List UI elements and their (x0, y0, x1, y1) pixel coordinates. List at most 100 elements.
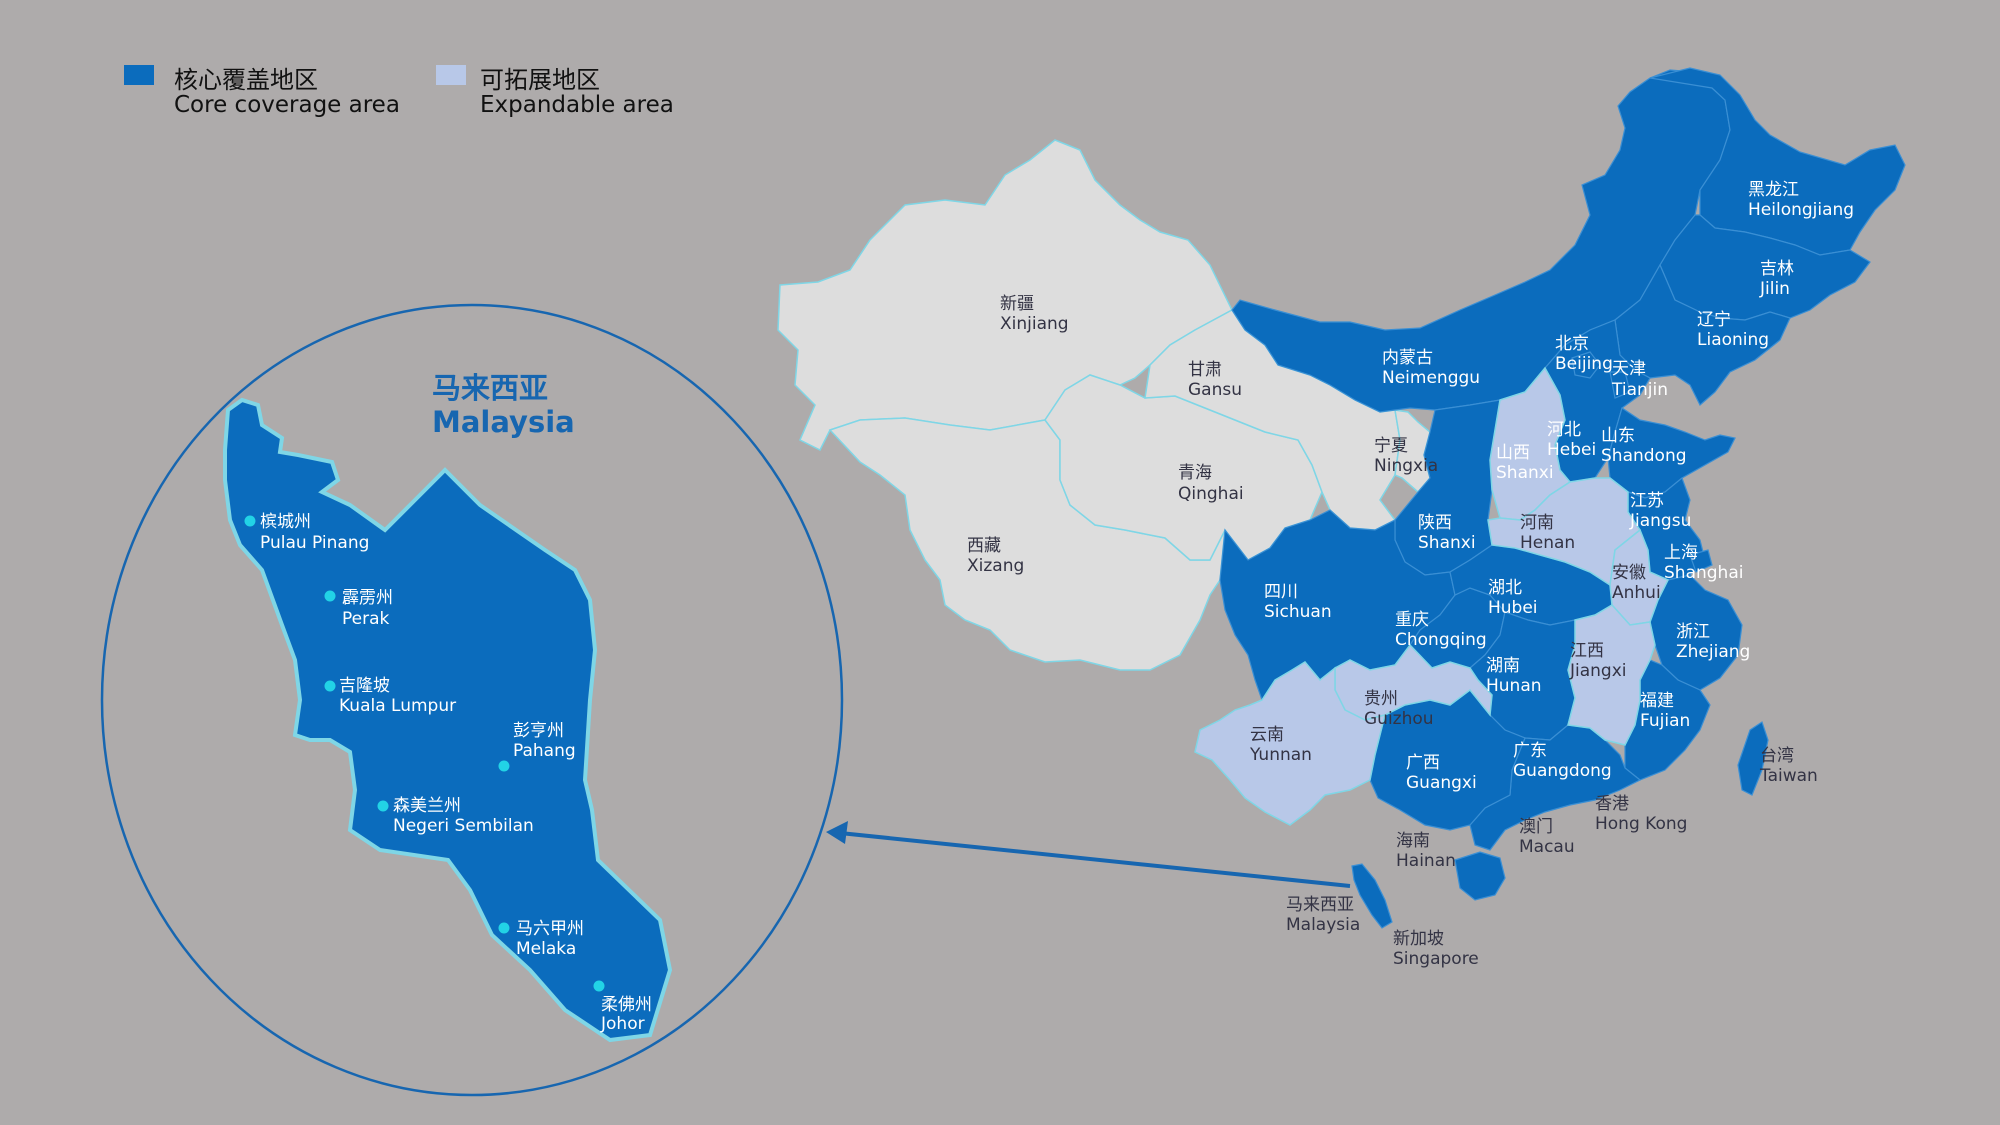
label-hubei-zh: 湖北 (1488, 578, 1522, 598)
label-shanxi-zh: 山西 (1496, 443, 1530, 463)
label-guangxi-en: Guangxi (1406, 773, 1477, 793)
state-johor-en: Johor (600, 1014, 645, 1034)
label-jiangxi-zh: 江西 (1570, 641, 1604, 661)
label-fujian-zh: 福建 (1640, 691, 1674, 711)
state-pahang-en: Pahang (513, 741, 576, 761)
label-taiwan-en: Taiwan (1759, 766, 1818, 786)
label-hainan-zh: 海南 (1396, 831, 1430, 851)
label-tianjin-zh: 天津 (1612, 359, 1646, 379)
label-qinghai-en: Qinghai (1178, 484, 1244, 504)
label-jiangsu-zh: 江苏 (1630, 491, 1664, 511)
label-hongkong-en: Hong Kong (1595, 814, 1687, 834)
label-sichuan-en: Sichuan (1264, 602, 1332, 622)
label-shanghai-zh: 上海 (1664, 543, 1698, 563)
inset-arrow-head (826, 821, 848, 844)
label-jiangxi-en: Jiangxi (1569, 661, 1627, 681)
label-guizhou-zh: 贵州 (1364, 689, 1398, 709)
inset-state-labels: 槟城州 Pulau Pinang 霹雳州 Perak 吉隆坡 Kuala Lum… (260, 512, 652, 1034)
inset-malaysia-shape (223, 397, 673, 1043)
malaysia-small (1351, 863, 1393, 929)
label-yunnan-zh: 云南 (1250, 725, 1284, 745)
label-xizang-zh: 西藏 (967, 536, 1001, 556)
inset-title-en: Malaysia (432, 405, 575, 439)
region-expandable (1194, 366, 1670, 826)
label-ningxia-en: Ningxia (1374, 456, 1438, 476)
legend-core-label-en: Core coverage area (174, 92, 400, 118)
label-chongqing-en: Chongqing (1395, 630, 1487, 650)
label-jiangsu-en: Jiangsu (1629, 511, 1691, 531)
label-jilin-zh: 吉林 (1760, 259, 1794, 279)
label-ningxia-zh: 宁夏 (1374, 436, 1408, 456)
dot-pahang (498, 760, 510, 772)
legend-expand-label-zh: 可拓展地区 (480, 66, 600, 94)
label-neimenggu-en: Neimenggu (1382, 368, 1480, 388)
region-core (1219, 67, 1906, 929)
label-xinjiang-en: Xinjiang (1000, 314, 1069, 334)
legend-expand-label-en: Expandable area (480, 92, 674, 118)
state-negeri-sembilan-zh: 森美兰州 (393, 796, 461, 816)
label-hebei-zh: 河北 (1547, 420, 1581, 440)
label-malaysia-zh: 马来西亚 (1286, 895, 1354, 915)
label-singapore-zh: 新加坡 (1393, 929, 1444, 949)
label-xinjiang-zh: 新疆 (1000, 294, 1034, 314)
label-chongqing-zh: 重庆 (1395, 610, 1429, 630)
province-hainan (1454, 851, 1506, 901)
label-liaoning-en: Liaoning (1697, 330, 1769, 350)
label-zhejiang-zh: 浙江 (1676, 622, 1710, 642)
state-melaka-en: Melaka (516, 939, 576, 959)
label-gansu-en: Gansu (1188, 380, 1242, 400)
label-hunan-en: Hunan (1486, 676, 1542, 696)
label-macau-en: Macau (1519, 837, 1575, 857)
label-shanghai-en: Shanghai (1664, 563, 1743, 583)
label-shanxi-en: Shanxi (1496, 463, 1554, 483)
label-hebei-en: Hebei (1547, 440, 1596, 460)
label-zhejiang-en: Zhejiang (1676, 642, 1750, 662)
label-sichuan-zh: 四川 (1264, 582, 1298, 602)
label-liaoning-zh: 辽宁 (1697, 310, 1731, 330)
inset-dots (244, 515, 605, 992)
state-kuala-lumpur-en: Kuala Lumpur (339, 696, 456, 716)
label-taiwan-zh: 台湾 (1760, 746, 1794, 766)
inset-arrow-line (839, 831, 1351, 888)
label-singapore-en: Singapore (1393, 949, 1479, 969)
region-uncovered-west (777, 139, 1431, 671)
legend-expand-swatch (436, 65, 466, 85)
label-shaanxi-en: Shanxi (1418, 533, 1476, 553)
label-hongkong-zh: 香港 (1595, 794, 1629, 814)
state-negeri-sembilan-en: Negeri Sembilan (393, 816, 534, 836)
map-labels: 新疆 Xinjiang 西藏 Xizang 甘肃 Gansu 青海 Qingha… (967, 180, 1854, 969)
label-yunnan-en: Yunnan (1249, 745, 1312, 765)
province-beijing (1571, 351, 1601, 379)
province-tianjin (1609, 371, 1631, 399)
label-henan-en: Henan (1520, 533, 1575, 553)
state-pulau-pinang-en: Pulau Pinang (260, 533, 369, 553)
label-tianjin-en: Tianjin (1611, 380, 1668, 400)
state-kuala-lumpur-zh: 吉隆坡 (339, 676, 390, 696)
label-malaysia-en: Malaysia (1286, 915, 1360, 935)
label-guizhou-en: Guizhou (1364, 709, 1434, 729)
label-neimenggu-zh: 内蒙古 (1382, 348, 1433, 368)
state-johor-zh: 柔佛州 (601, 995, 652, 1015)
label-beijing-en: Beijing (1555, 354, 1613, 374)
label-anhui-zh: 安徽 (1612, 563, 1646, 583)
dot-perak (324, 590, 336, 602)
label-beijing-zh: 北京 (1555, 334, 1589, 354)
label-shaanxi-zh: 陕西 (1418, 513, 1452, 533)
label-heilongjiang-en: Heilongjiang (1748, 200, 1854, 220)
state-perak-en: Perak (342, 609, 390, 629)
label-guangdong-en: Guangdong (1513, 761, 1612, 781)
label-hunan-zh: 湖南 (1486, 656, 1520, 676)
label-fujian-en: Fujian (1640, 711, 1690, 731)
state-melaka-zh: 马六甲州 (516, 919, 584, 939)
inset-title-zh: 马来西亚 (432, 371, 548, 405)
state-pulau-pinang-zh: 槟城州 (260, 512, 311, 532)
dot-negeri-sembilan (377, 800, 389, 812)
label-gansu-zh: 甘肃 (1188, 360, 1222, 380)
label-qinghai-zh: 青海 (1178, 463, 1212, 483)
legend-core-label-zh: 核心覆盖地区 (174, 66, 318, 94)
dot-kuala-lumpur (324, 680, 336, 692)
province-jiangxi (1567, 604, 1656, 746)
province-taiwan (1737, 721, 1769, 796)
label-macau-zh: 澳门 (1519, 817, 1553, 837)
